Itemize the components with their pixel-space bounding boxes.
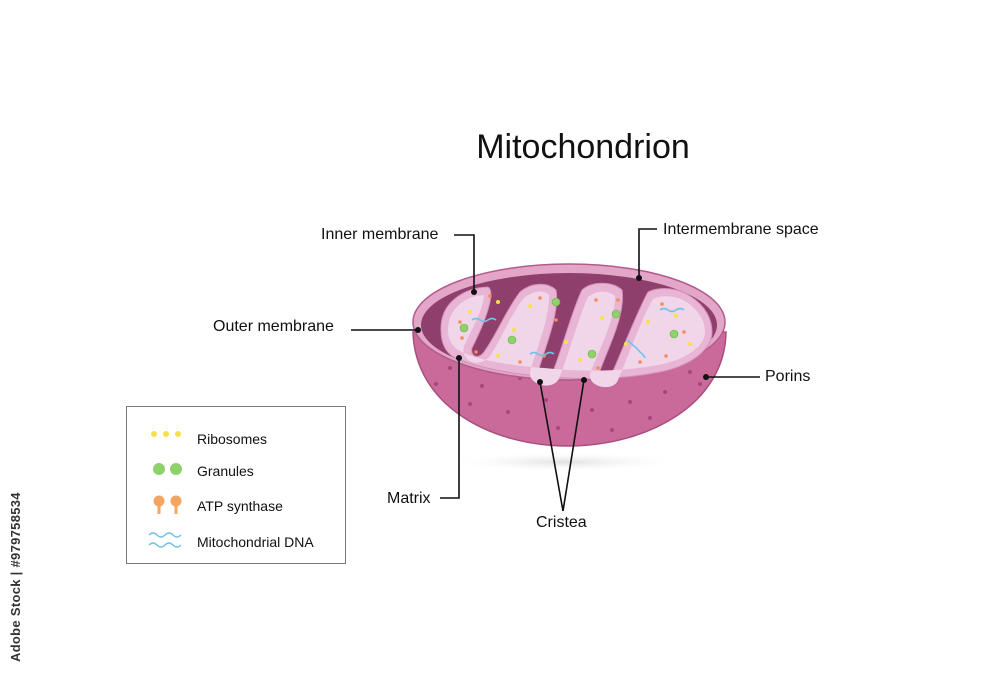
legend-label: Ribosomes — [197, 431, 268, 447]
label-inner-membrane: Inner membrane — [321, 226, 439, 243]
legend-item-granules: Granules — [127, 456, 345, 486]
watermark-text: Adobe Stock | #979758534 — [8, 492, 23, 662]
cristea-line-left — [539, 381, 564, 512]
legend-label: Mitochondrial DNA — [197, 534, 314, 550]
label-outer-membrane: Outer membrane — [213, 318, 334, 335]
granule-icon — [153, 463, 182, 475]
legend-label: ATP synthase — [197, 498, 283, 514]
mitochondrial-dna-icon — [148, 532, 182, 548]
granules — [459, 297, 679, 359]
mitochondrial-dna-strands — [471, 307, 685, 359]
inner-membrane-line — [454, 234, 475, 292]
label-cristea: Cristea — [536, 514, 587, 531]
atp-synthase-icon — [153, 495, 182, 514]
legend-item-atp-synthase: ATP synthase — [127, 491, 345, 521]
legend-box: Ribosomes Granules ATP synthase Mitochon… — [126, 406, 346, 564]
ribosome-dots — [468, 300, 692, 362]
atp-synthase-dots — [458, 294, 686, 370]
label-porins: Porins — [765, 368, 811, 385]
legend-item-mitochondrial-dna: Mitochondrial DNA — [127, 527, 345, 557]
diagram-title: Mitochondrion — [476, 128, 690, 166]
matrix-line — [440, 358, 460, 499]
stock-watermark: Adobe Stock | #979758534 — [8, 462, 32, 662]
ground-shadow — [445, 452, 685, 472]
callout-lines — [351, 228, 760, 512]
label-intermembrane-space: Intermembrane space — [663, 221, 819, 238]
legend-item-ribosomes: Ribosomes — [127, 424, 345, 454]
label-matrix: Matrix — [387, 490, 431, 507]
porins-dots — [434, 366, 702, 432]
ribosome-icon — [151, 431, 181, 437]
legend-label: Granules — [197, 463, 254, 479]
intermembrane-space-line — [638, 228, 657, 278]
cristea-line-right — [562, 379, 585, 512]
callout-dots — [415, 275, 709, 385]
